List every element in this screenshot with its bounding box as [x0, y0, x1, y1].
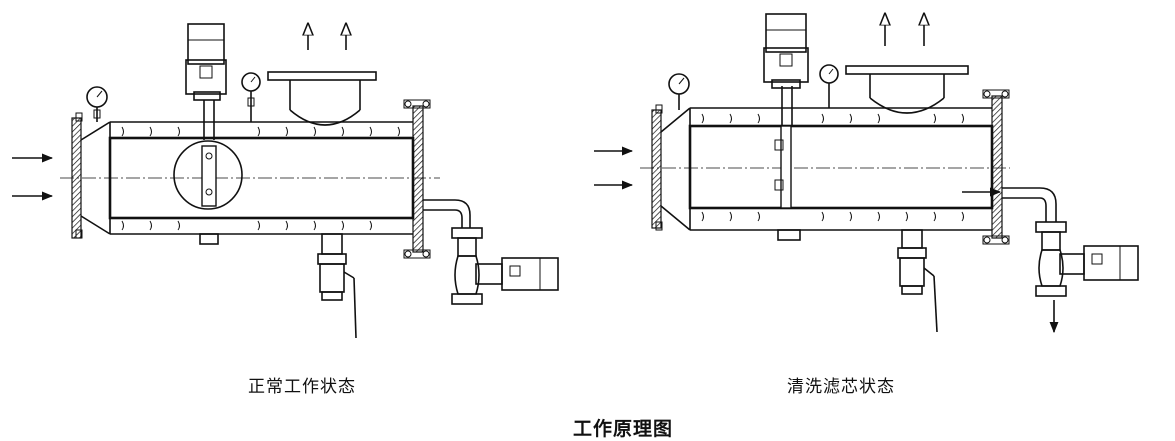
- inlet-flange: [651, 109, 662, 229]
- drain-ball-valve: [317, 233, 357, 339]
- cleaning-state-caption: 清洗滤芯状态: [787, 377, 895, 397]
- blowdown-valve: [1035, 221, 1139, 297]
- pressure-gauge-icon: [86, 86, 108, 122]
- blowdown-pipe: [1002, 187, 1057, 222]
- pressure-gauge-icon: [241, 72, 261, 122]
- blowdown-pipe: [423, 199, 471, 228]
- drain-ball-valve: [897, 229, 938, 333]
- end-flange: [412, 105, 424, 253]
- gear-motor: [185, 23, 227, 101]
- inlet-flange: [71, 117, 82, 239]
- filter-screen: [688, 124, 994, 210]
- blowdown-valve: [451, 227, 559, 305]
- pressure-gauge-icon: [819, 64, 839, 108]
- outlet-nozzle: [267, 71, 377, 126]
- figure-title: 工作原理图: [573, 418, 674, 440]
- normal-state-caption: 正常工作状态: [248, 377, 356, 397]
- gear-motor: [763, 13, 809, 89]
- inspection-disc: [173, 140, 243, 210]
- pressure-gauge-icon: [668, 73, 690, 110]
- outlet-nozzle: [845, 65, 969, 114]
- filter-cleaning-state: [594, 13, 1139, 334]
- end-flange: [991, 95, 1003, 239]
- scraper-blade: [780, 125, 792, 209]
- filter-normal-state: [12, 23, 559, 339]
